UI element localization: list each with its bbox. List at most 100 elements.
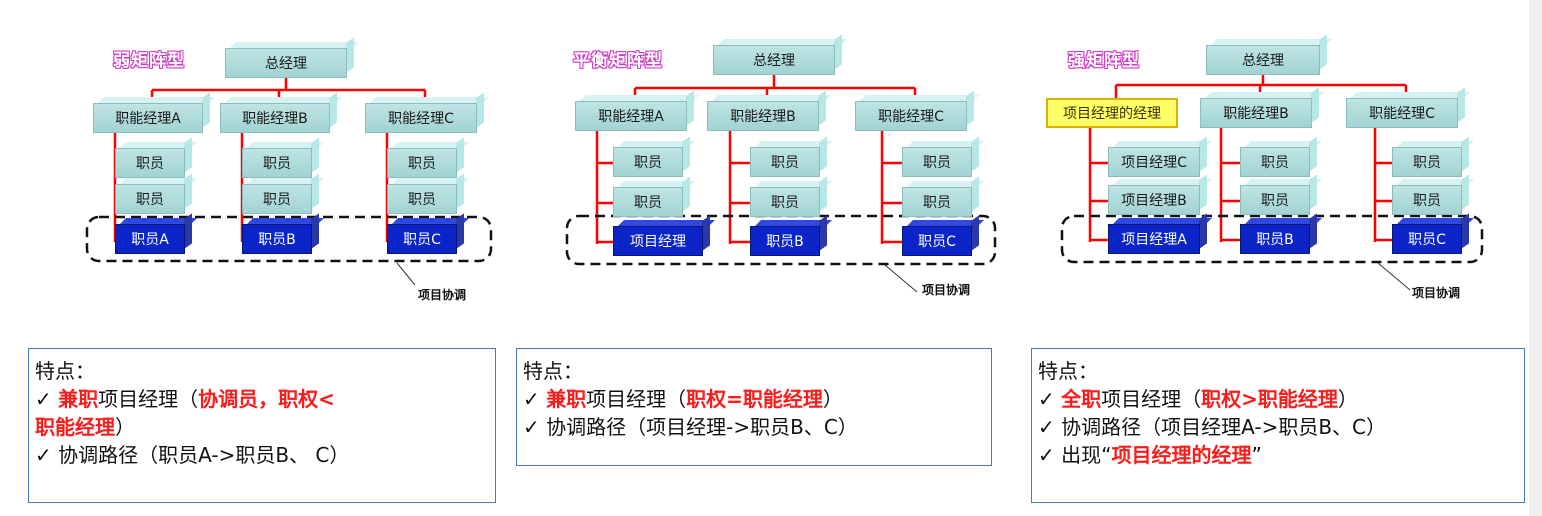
note-text-c: ） [1337,387,1358,411]
staff-box-1-0-label: 职员 [1261,155,1289,171]
staff-box-1-0: 职员 [242,142,324,178]
note-text-b: 项目经理（ [98,387,199,411]
staff-box-0-1-label: 职员 [136,192,164,208]
general-manager-box: 总经理 [1206,39,1332,75]
staff-box-0-2-label: 职员A [131,232,169,248]
staff-box-1-0-label: 职员 [263,156,291,172]
staff-box-1-2-label: 职员B [258,232,296,248]
note-text-r1: 项目经理的经理 [1111,443,1252,467]
manager-box-2: 职能经理C [365,97,489,133]
staff-box-0-0-label: 职员 [634,155,662,171]
staff-box-2-0-label: 职员 [1413,155,1441,171]
note-title: 特点： [523,359,583,383]
vertical-scrollbar[interactable] [1529,0,1542,516]
staff-box-1-2: 职员B [1240,218,1322,254]
staff-box-1-1: 职员 [1240,179,1322,215]
coordination-label: 项目协调 [922,283,971,297]
staff-box-2-1-label: 职员 [1413,193,1441,209]
coordination-leader-line [884,264,918,293]
staff-box-2-0: 职员 [902,141,984,177]
note-text-r1: 兼职 [546,387,587,411]
checkmark-icon: ✓ [35,387,59,411]
coordination-label: 项目协调 [418,288,467,302]
staff-box-0-0-label: 项目经理C [1121,155,1187,171]
note-text-a: 出现“ [1061,443,1112,467]
note-text-r2: 职权>职能经理 [1201,387,1338,411]
staff-box-2-2-label: 职员C [1408,232,1446,248]
manager-box-1: 职能经理B [220,97,342,133]
staff-box-0-2-label: 项目经理A [1121,232,1187,248]
staff-box-2-1: 职员 [1392,179,1474,215]
manager-box-0: 职能经理A [93,97,215,133]
note-line: ✓ 出现“项目经理的经理” [1038,441,1518,469]
coordination-dashed-box [85,215,493,263]
staff-box-2-2: 职员C [902,220,984,256]
manager-box-1: 职能经理B [1200,92,1324,128]
checkmark-icon: ✓ [1038,415,1062,439]
staff-box-1-0-label: 职员 [771,155,799,171]
note-line: ✓ 兼职项目经理（协调员，职权< [35,385,489,413]
features-note-weak: 特点：✓ 兼职项目经理（协调员，职权<职能经理）✓ 协调路径（职员A->职员B、… [28,348,496,503]
staff-box-2-2-label: 职员C [918,234,956,250]
staff-box-2-2: 职员C [1392,218,1474,254]
note-line: ✓ 全职项目经理（职权>职能经理） [1038,385,1518,413]
note-text-b: 项目经理（ [1101,387,1202,411]
staff-box-1-2-label: 职员B [1256,232,1294,248]
note-text-b: 项目经理（ [586,387,687,411]
note-text-r1: 职能经理 [35,415,115,439]
manager-box-0-label: 项目经理的经理 [1063,106,1161,122]
staff-box-1-1: 职员 [750,181,832,217]
note-line: ✓ 协调路径（项目经理A->职员B、C） [1038,413,1518,441]
note-text-b: ） [115,415,135,439]
staff-box-1-1-label: 职员 [1261,193,1289,209]
staff-box-0-1: 项目经理B [1108,179,1212,215]
note-line: ✓ 兼职项目经理（职权=职能经理） [523,385,985,413]
staff-box-0-1-label: 项目经理B [1121,193,1187,209]
manager-box-1-label: 职能经理B [242,111,308,127]
staff-box-2-0: 职员 [387,142,469,178]
connector-lines [565,75,997,293]
manager-box-1-label: 职能经理B [1223,106,1289,122]
checkmark-icon: ✓ [35,443,59,467]
manager-box-0-label: 职能经理A [598,109,664,125]
manager-box-1: 职能经理B [707,95,831,131]
manager-box-2-label: 职能经理C [388,111,454,127]
general-manager-box-label: 总经理 [265,56,307,72]
manager-box-0: 项目经理的经理 [1046,98,1178,128]
coordination-label: 项目协调 [1412,286,1461,300]
staff-box-0-2: 项目经理 [613,220,715,256]
coordination-leader-line [396,262,416,286]
note-line: 职能经理） [35,413,489,441]
manager-box-0: 职能经理A [575,95,699,131]
staff-box-1-2: 职员B [750,220,832,256]
manager-box-2-label: 职能经理C [1369,106,1435,122]
staff-box-2-1: 职员 [387,178,469,214]
staff-box-1-2: 职员B [242,218,324,254]
features-note-strong: 特点：✓ 全职项目经理（职权>职能经理）✓ 协调路径（项目经理A->职员B、C）… [1031,348,1525,503]
note-text-r2: 职权=职能经理 [686,387,823,411]
note-text-c: ） [822,387,843,411]
note-line: ✓ 协调路径（职员A->职员B、 C） [35,441,489,469]
manager-box-2: 职能经理C [1346,92,1470,128]
general-manager-box-label: 总经理 [753,53,795,69]
coordination-dashed-box [1060,214,1484,264]
staff-box-0-0-label: 职员 [136,156,164,172]
note-text-r2: 协调员，职权< [198,387,335,411]
checkmark-icon: ✓ [1038,387,1062,411]
connector-lines [1060,75,1484,291]
staff-box-2-2: 职员C [387,218,469,254]
staff-box-1-1-label: 职员 [771,195,799,211]
note-text-a: 协调路径（项目经理A->职员B、C） [1061,415,1387,439]
staff-box-2-1-label: 职员 [923,195,951,211]
note-text-a: 协调路径（职员A->职员B、 C） [58,443,350,467]
staff-box-1-0: 职员 [1240,141,1322,177]
note-title: 特点： [35,359,95,383]
staff-box-2-1: 职员 [902,181,984,217]
matrix-type-title: 强矩阵型 [1068,51,1140,71]
manager-box-2: 职能经理C [855,95,979,131]
note-text-r1: 兼职 [58,387,99,411]
matrix-type-title: 弱矩阵型 [113,51,185,71]
matrix-type-title: 平衡矩阵型 [573,51,663,71]
staff-box-1-1-label: 职员 [263,192,291,208]
